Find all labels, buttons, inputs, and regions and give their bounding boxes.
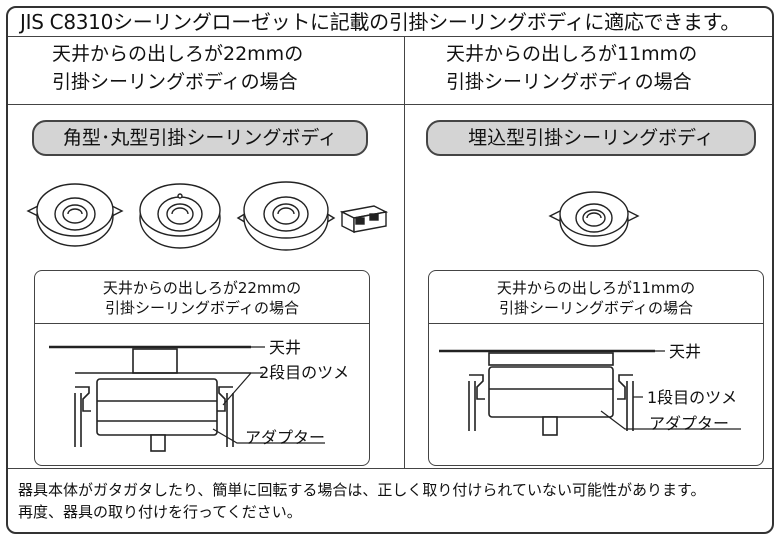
- round-ceiling-body-icon: [236, 181, 336, 251]
- note-line2: 再度、器具の取り付けを行ってください。: [18, 503, 302, 521]
- left-heading-line1: 天井からの出しろが22mmの: [52, 43, 304, 65]
- left-product-icons: [26, 181, 389, 251]
- round-ceiling-body-icon: [139, 183, 221, 249]
- right-heading-line2: 引掛シーリングボディの場合: [446, 71, 692, 93]
- left-label-ceiling: 天井: [269, 338, 302, 357]
- right-label-adapter: アダプター: [649, 414, 730, 433]
- right-label-ceiling: 天井: [669, 342, 702, 361]
- right-category-label: 埋込型引掛シーリングボディ: [426, 120, 756, 156]
- left-diagram-caption-line1: 天井からの出しろが22mmの: [102, 279, 302, 297]
- right-diagram-caption-line2: 引掛シーリングボディの場合: [499, 299, 693, 317]
- left-label-claw: 2段目のツメ: [259, 363, 350, 382]
- note-line1: 器具本体がガタガタしたり、簡単に回転する場合は、正しく取り付けられていない可能性…: [18, 481, 706, 499]
- left-diagram-caption-line2: 引掛シーリングボディの場合: [105, 299, 299, 317]
- left-heading-line2: 引掛シーリングボディの場合: [52, 71, 298, 93]
- left-section-diagram: 天井からの出しろが22mmの 引掛シーリングボディの場合: [34, 270, 370, 466]
- square-ceiling-body-icon: [26, 183, 124, 247]
- left-label-adapter: アダプター: [245, 428, 326, 447]
- right-diagram-caption-line1: 天井からの出しろが11mmの: [496, 279, 696, 297]
- right-heading-line1: 天井からの出しろが11mmの: [446, 43, 698, 65]
- figure-frame: JIS C8310シーリングローゼットに記載の引掛シーリングボディに適応できます…: [6, 6, 774, 534]
- embedded-ceiling-body-icon: [548, 191, 640, 247]
- heading-divider: [8, 104, 772, 105]
- left-diagram-caption-divider: [35, 323, 369, 324]
- rectangular-ceiling-body-icon: [339, 205, 389, 234]
- left-category-label: 角型･丸型引掛シーリングボディ: [32, 120, 368, 156]
- right-section-diagram: 天井からの出しろが11mmの 引掛シーリングボディの場合: [428, 270, 764, 466]
- title-divider: [8, 36, 772, 37]
- column-divider: [404, 36, 405, 468]
- note-divider: [8, 468, 772, 469]
- right-label-claw: 1段目のツメ: [647, 388, 738, 407]
- right-diagram-caption-divider: [429, 323, 763, 324]
- page-title: JIS C8310シーリングローゼットに記載の引掛シーリングボディに適応できます…: [20, 10, 741, 34]
